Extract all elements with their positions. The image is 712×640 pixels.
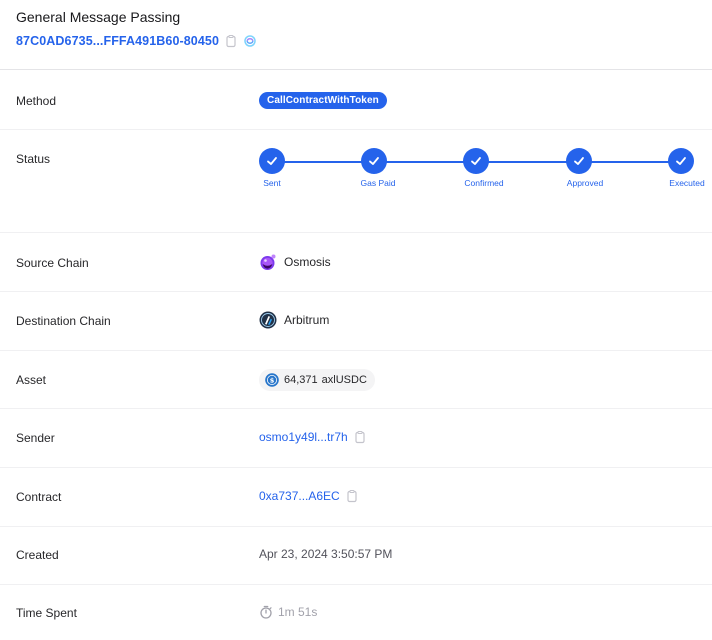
created-timestamp: Apr 23, 2024 3:50:57 PM: [259, 547, 393, 561]
axelarscan-swirl-icon[interactable]: [243, 34, 257, 48]
destination-chain-row: Destination Chain Arbitrum: [0, 292, 712, 351]
svg-text:$: $: [270, 376, 275, 384]
contract-address-link[interactable]: 0xa737...A6EC: [259, 489, 340, 503]
destination-chain-label: Destination Chain: [16, 314, 111, 328]
sender-address-link[interactable]: osmo1y49l...tr7h: [259, 430, 348, 444]
asset-row: Asset $ 64,371 axlUSDC: [0, 351, 712, 409]
source-chain-label: Source Chain: [16, 256, 89, 270]
usdc-logo-icon: $: [265, 373, 279, 387]
page-header: General Message Passing 87C0AD6735...FFF…: [0, 0, 712, 70]
status-steps: Sent Gas Paid Confirmed Approved Execute…: [259, 148, 705, 196]
created-value: Apr 23, 2024 3:50:57 PM: [259, 547, 392, 561]
step-confirmed-check-icon: [463, 148, 489, 174]
contract-label: Contract: [16, 490, 62, 504]
source-chain-value[interactable]: Osmosis: [259, 253, 331, 271]
arbitrum-logo-icon: [259, 311, 277, 329]
sender-label: Sender: [16, 431, 55, 445]
step-sent-check-icon: [259, 148, 285, 174]
step-executed-check-icon: [668, 148, 694, 174]
tx-hash-link[interactable]: 87C0AD6735...FFFA491B60-80450: [16, 34, 220, 48]
timer-icon: [259, 605, 273, 619]
asset-value: $ 64,371 axlUSDC: [259, 369, 375, 391]
asset-amount: 64,371: [284, 374, 318, 386]
source-chain-name: Osmosis: [284, 255, 331, 269]
step-label-gas-paid: Gas Paid: [360, 178, 396, 188]
time-spent-label: Time Spent: [16, 606, 77, 620]
copy-sender-icon[interactable]: [353, 430, 367, 444]
created-row: Created Apr 23, 2024 3:50:57 PM: [0, 527, 712, 585]
step-approved-check-icon: [566, 148, 592, 174]
time-spent-duration: 1m 51s: [278, 605, 318, 619]
source-chain-row: Source Chain Osmosis: [0, 233, 712, 292]
destination-chain-value[interactable]: Arbitrum: [259, 311, 329, 329]
step-label-confirmed: Confirmed: [464, 178, 504, 188]
asset-pill: $ 64,371 axlUSDC: [259, 369, 375, 391]
page-title: General Message Passing: [16, 9, 181, 25]
step-label-sent: Sent: [263, 178, 281, 188]
sender-row: Sender osmo1y49l...tr7h: [0, 409, 712, 468]
destination-chain-name: Arbitrum: [284, 313, 330, 327]
status-row: Status: [0, 130, 712, 233]
time-spent-value: 1m 51s: [259, 605, 317, 619]
method-badge: CallContractWithToken: [259, 92, 387, 109]
created-label: Created: [16, 548, 59, 562]
time-spent-row: Time Spent 1m 51s: [0, 585, 712, 640]
contract-value: 0xa737...A6EC: [259, 489, 359, 503]
method-value: CallContractWithToken: [259, 92, 387, 109]
copy-contract-icon[interactable]: [345, 489, 359, 503]
step-gas-paid-check-icon: [361, 148, 387, 174]
status-label: Status: [16, 152, 51, 166]
method-label: Method: [16, 94, 57, 108]
tx-hash-row: 87C0AD6735...FFFA491B60-80450: [16, 34, 257, 48]
contract-row: Contract 0xa737...A6EC: [0, 468, 712, 527]
step-label-executed: Executed: [669, 178, 705, 188]
method-row: Method CallContractWithToken: [0, 70, 712, 130]
step-label-approved: Approved: [566, 178, 604, 188]
sender-value: osmo1y49l...tr7h: [259, 430, 367, 444]
osmosis-logo-icon: [259, 253, 277, 271]
asset-symbol: axlUSDC: [321, 374, 367, 386]
copy-icon[interactable]: [224, 34, 238, 48]
asset-label: Asset: [16, 373, 47, 387]
